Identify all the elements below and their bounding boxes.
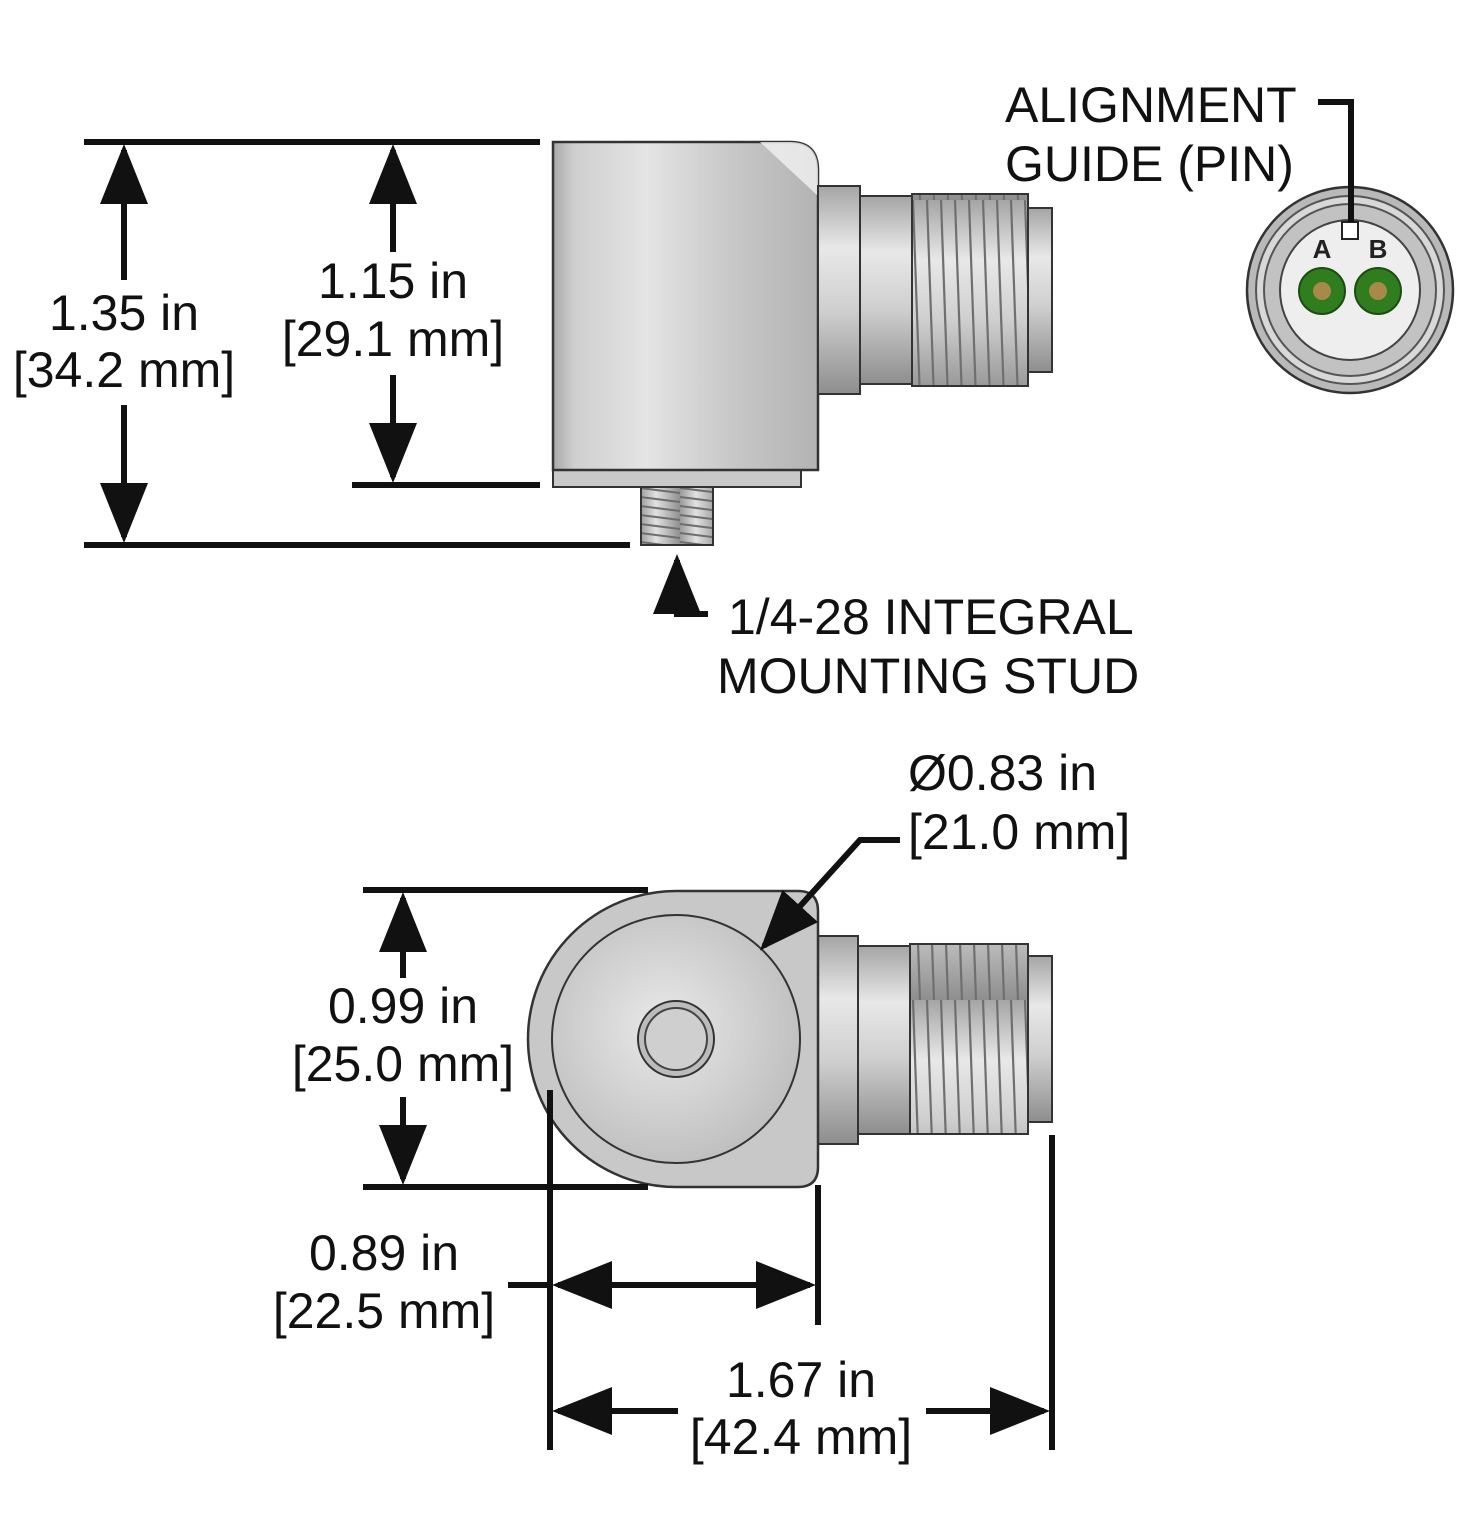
dim-body-height: 1.15 in [29.1 mm] [282, 144, 540, 488]
dim-body-length: 0.89 in [22.5 mm] [273, 1090, 821, 1450]
overall-height-in: 1.35 in [49, 285, 199, 341]
connector-top [817, 935, 1053, 1145]
stud-callout: 1/4-28 INTEGRAL MOUNTING STUD [653, 554, 1139, 704]
sensor-body-side [551, 140, 820, 472]
body-height-in: 1.15 in [318, 253, 468, 309]
diameter-mm: [21.0 mm] [908, 804, 1130, 860]
alignment-guide-pin [1341, 221, 1359, 240]
stud-callout-line2: MOUNTING STUD [717, 648, 1139, 704]
mounting-stud [640, 486, 714, 546]
alignment-callout-line2: GUIDE (PIN) [1005, 136, 1294, 192]
base-plate [552, 469, 802, 488]
dim-overall-height: 1.35 in [34.2 mm] [13, 139, 630, 548]
top-view: Ø0.83 in [21.0 mm] 0.99 in [25.0 mm] 0.8… [273, 745, 1130, 1465]
body-length-in: 0.89 in [309, 1225, 459, 1281]
side-view: 1.35 in [34.2 mm] 1.15 in [29.1 mm] 1/4-… [13, 139, 1139, 704]
overall-length-mm: [42.4 mm] [690, 1409, 912, 1465]
overall-length-in: 1.67 in [726, 1352, 876, 1408]
overall-height-mm: [34.2 mm] [13, 342, 235, 398]
dim-diameter: Ø0.83 in [21.0 mm] [759, 745, 1130, 951]
body-edge-highlight [760, 142, 818, 196]
dim-body-width: 0.99 in [25.0 mm] [292, 887, 648, 1190]
alignment-callout-line1: ALIGNMENT [1005, 77, 1297, 133]
connector-side [817, 185, 1053, 395]
stud-callout-line1: 1/4-28 INTEGRAL [728, 589, 1134, 645]
pin-b-label: B [1369, 234, 1388, 264]
alignment-callout: ALIGNMENT GUIDE (PIN) [1005, 77, 1354, 222]
pin-a-label: A [1313, 234, 1332, 264]
body-width-mm: [25.0 mm] [292, 1036, 514, 1092]
connector-end-view: A B ALIGNMENT GUIDE (PIN) [1005, 77, 1455, 395]
diameter-in: Ø0.83 in [908, 745, 1097, 801]
body-width-in: 0.99 in [328, 978, 478, 1034]
body-height-mm: [29.1 mm] [282, 311, 504, 367]
dim-overall-length: 1.67 in [42.4 mm] [552, 1135, 1055, 1465]
body-length-mm: [22.5 mm] [273, 1283, 495, 1339]
